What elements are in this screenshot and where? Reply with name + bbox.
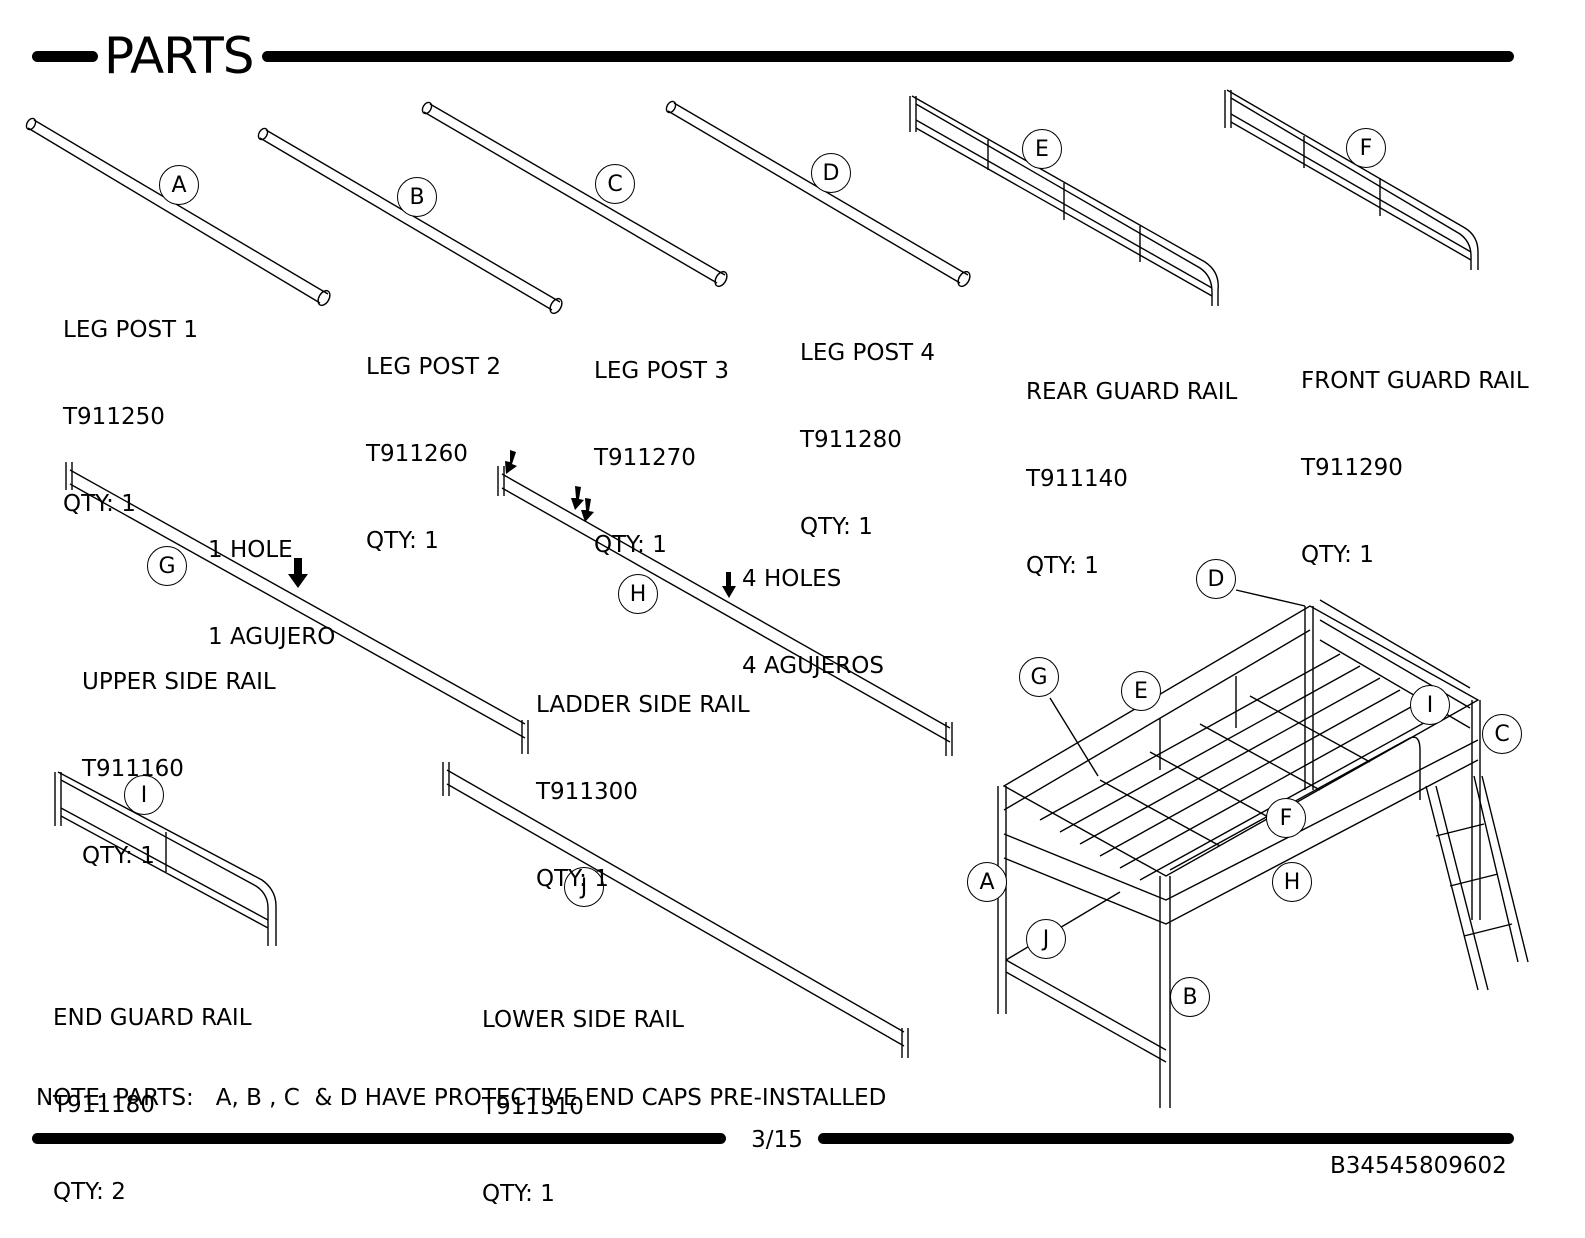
- part-label-i: END GUARD RAIL T911180 QTY: 2: [53, 946, 252, 1236]
- part-code: T911260: [366, 441, 468, 467]
- assembly-callout-g: G: [1019, 657, 1059, 697]
- part-code: T911290: [1301, 455, 1403, 481]
- part-code: T911250: [63, 404, 165, 430]
- lower-side-rail-drawing: [442, 762, 909, 1058]
- callout-f: F: [1346, 128, 1386, 168]
- part-name: LEG POST 1: [63, 317, 199, 343]
- part-code: T911160: [82, 756, 184, 782]
- callout-i: I: [124, 775, 164, 815]
- leg-post-c-drawing: [421, 101, 728, 288]
- assembly-callout-d: D: [1196, 559, 1236, 599]
- part-qty: QTY: 1: [1301, 542, 1374, 568]
- assembly-callout-e: E: [1121, 671, 1161, 711]
- callout-a: A: [159, 165, 199, 205]
- part-name: FRONT GUARD RAIL: [1301, 368, 1529, 394]
- part-qty: QTY: 1: [800, 514, 873, 540]
- header-rule-left: [32, 51, 98, 62]
- callout-b: B: [397, 177, 437, 217]
- end-caps-note: NOTE: PARTS: A, B , C & D HAVE PROTECTIV…: [36, 1085, 887, 1111]
- part-label-h: LADDER SIDE RAIL T911300 QTY: 1: [536, 633, 750, 923]
- assembly-callout-i: I: [1410, 685, 1450, 725]
- part-label-b: LEG POST 2 T911260 QTY: 1: [366, 295, 501, 585]
- part-name: LADDER SIDE RAIL: [536, 692, 750, 718]
- part-label-c: LEG POST 3 T911270 QTY: 1: [594, 299, 729, 589]
- part-name: LEG POST 3: [594, 358, 730, 384]
- part-label-d: LEG POST 4 T911280 QTY: 1: [800, 281, 935, 571]
- footer-rule-left: [32, 1133, 726, 1144]
- callout-e: E: [1022, 129, 1062, 169]
- part-name: REAR GUARD RAIL: [1026, 379, 1238, 405]
- part-qty: QTY: 1: [594, 532, 667, 558]
- assembly-callout-a: A: [967, 862, 1007, 902]
- assembled-bed-drawing: [997, 589, 1529, 1108]
- callout-j: J: [564, 867, 604, 907]
- assembly-callout-c: C: [1482, 714, 1522, 754]
- leg-post-a-drawing: [25, 117, 331, 307]
- document-number: B34545809602: [1330, 1153, 1507, 1179]
- part-name: LOWER SIDE RAIL: [482, 1007, 684, 1033]
- assembly-callout-j: J: [1026, 919, 1066, 959]
- callout-h: H: [618, 574, 658, 614]
- part-name: UPPER SIDE RAIL: [82, 669, 276, 695]
- hole-note-en: 1 HOLE: [208, 537, 293, 563]
- part-label-a: LEG POST 1 T911250 QTY: 1: [63, 258, 198, 548]
- assembly-callout-h: H: [1272, 862, 1312, 902]
- part-code: T911300: [536, 779, 638, 805]
- part-name: LEG POST 4: [800, 340, 936, 366]
- part-label-f: FRONT GUARD RAIL T911290 QTY: 1: [1301, 309, 1529, 599]
- part-name: LEG POST 2: [366, 354, 502, 380]
- end-guard-rail-drawing: [54, 771, 277, 946]
- part-qty: QTY: 1: [482, 1181, 555, 1207]
- part-qty: QTY: 1: [536, 866, 609, 892]
- callout-c: C: [595, 164, 635, 204]
- hole-note-ladder: 4 HOLES 4 AGUJEROS: [742, 507, 884, 710]
- hole-arrows: [288, 450, 736, 598]
- callout-g: G: [147, 546, 187, 586]
- header-rule-right: [262, 51, 1514, 62]
- part-label-j: LOWER SIDE RAIL T911310 QTY: 1: [482, 948, 684, 1238]
- part-qty: QTY: 1: [63, 491, 136, 517]
- part-code: T911310: [482, 1094, 584, 1120]
- front-guard-rail-drawing: [1224, 89, 1479, 270]
- page-title: PARTS: [104, 27, 255, 85]
- callout-d: D: [811, 153, 851, 193]
- part-name: END GUARD RAIL: [53, 1005, 252, 1031]
- hole-note-es: 1 AGUJERO: [208, 624, 336, 650]
- leg-post-d-drawing: [665, 100, 971, 288]
- part-qty: QTY: 2: [53, 1179, 126, 1205]
- page-number: 3/15: [751, 1127, 803, 1153]
- footer-rule-right: [818, 1133, 1514, 1144]
- assembly-callout-f: F: [1266, 798, 1306, 838]
- part-qty: QTY: 1: [82, 843, 155, 869]
- part-qty: QTY: 1: [1026, 553, 1099, 579]
- part-code: T911180: [53, 1092, 155, 1118]
- hole-note-upper: 1 HOLE 1 AGUJERO: [208, 478, 335, 681]
- ladder-side-rail-drawing: [497, 466, 953, 756]
- part-qty: QTY: 1: [366, 528, 439, 554]
- hole-note-es: 4 AGUJEROS: [742, 653, 884, 679]
- part-code: T911270: [594, 445, 696, 471]
- assembly-callout-b: B: [1170, 977, 1210, 1017]
- upper-side-rail-drawing: [65, 462, 529, 754]
- part-code: T911140: [1026, 466, 1128, 492]
- hole-note-en: 4 HOLES: [742, 566, 842, 592]
- part-code: T911280: [800, 427, 902, 453]
- part-label-e: REAR GUARD RAIL T911140 QTY: 1: [1026, 320, 1237, 610]
- part-label-g: UPPER SIDE RAIL T911160 QTY: 1: [82, 610, 276, 900]
- rear-guard-rail-drawing: [909, 95, 1219, 306]
